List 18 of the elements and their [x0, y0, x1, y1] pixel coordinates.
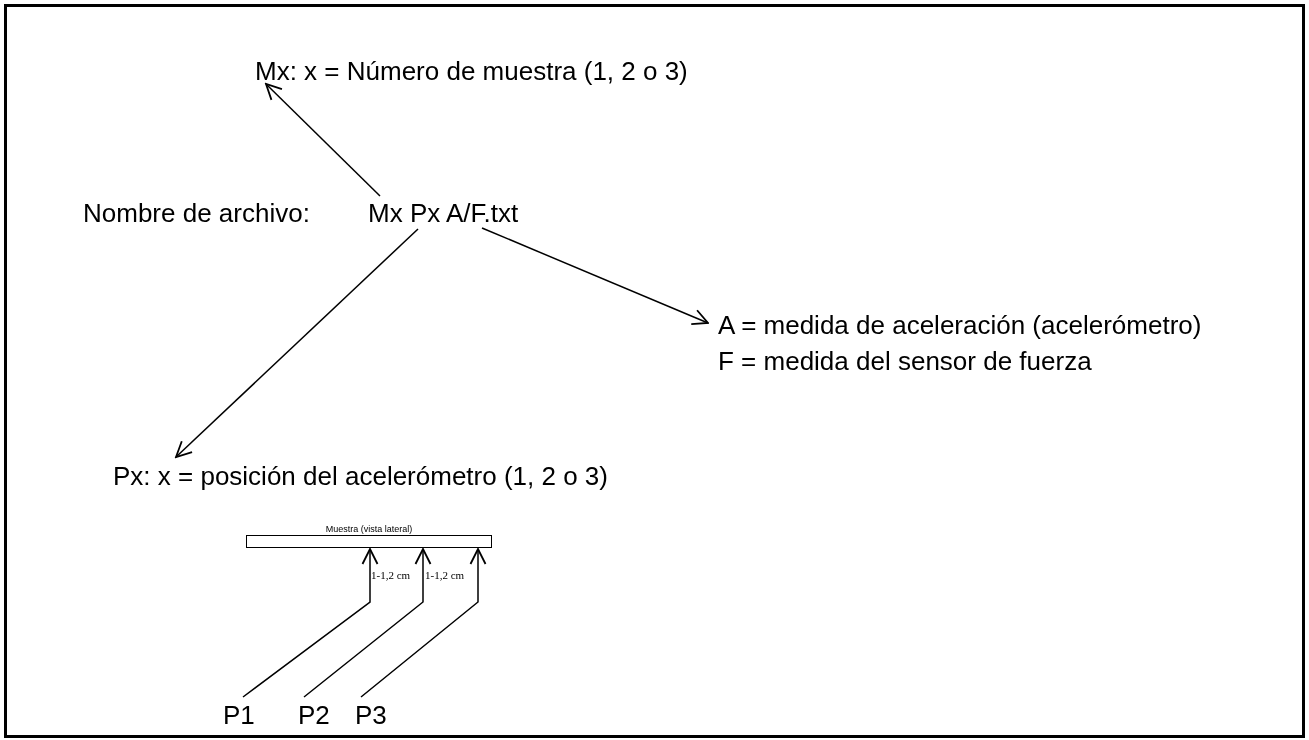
- dimension-label: 1-1,2 cm: [425, 569, 465, 582]
- sample-caption: Muestra (vista lateral): [324, 524, 414, 535]
- arrow: [265, 83, 381, 197]
- arrow: [360, 548, 487, 698]
- arrow: [175, 228, 419, 458]
- position-label: P3: [355, 700, 387, 730]
- dimension-label: 1-1,2 cm: [371, 569, 411, 582]
- note-text: F = medida del sensor de fuerza: [718, 345, 1093, 378]
- file-name-text: Mx Px A/F.txt: [368, 198, 519, 228]
- position-label: P2: [298, 700, 330, 730]
- arrow: [242, 548, 379, 698]
- arrow: [481, 227, 709, 325]
- note-text: Px: x = posición del acelerómetro (1, 2 o 3): [113, 461, 608, 491]
- note-text: Mx: x = Número de muestra (1, 2 o 3): [255, 56, 688, 86]
- arrow: [303, 548, 432, 698]
- caption-text: Nombre de archivo:: [83, 198, 310, 228]
- note-text: A = medida de aceleración (acelerómetro): [718, 309, 1202, 342]
- position-label: P1: [223, 700, 255, 730]
